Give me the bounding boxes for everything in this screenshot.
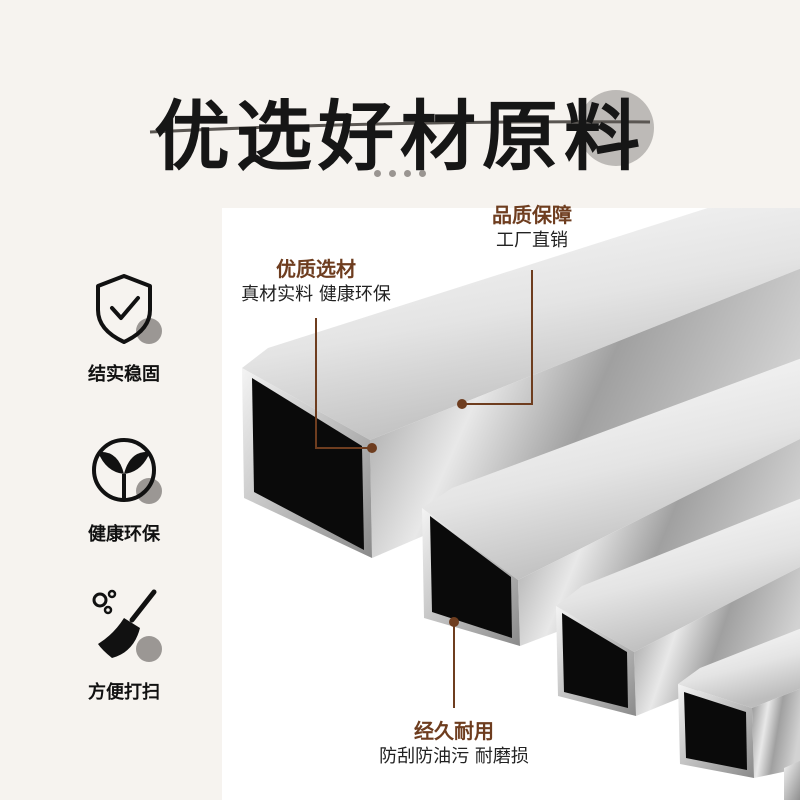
callout-text: 防刮防油污 耐磨损 bbox=[379, 746, 529, 767]
callout-guarantee: 品质保障 工厂直销 bbox=[470, 202, 594, 254]
shield-check-icon bbox=[84, 268, 164, 348]
title-dots bbox=[0, 162, 800, 181]
feature-clean: 方便打扫 bbox=[64, 586, 184, 704]
callout-heading: 品质保障 bbox=[492, 203, 572, 227]
callout-text: 真材实料 健康环保 bbox=[241, 284, 391, 305]
product-image bbox=[222, 208, 800, 800]
feature-eco: 健康环保 bbox=[64, 428, 184, 546]
broom-icon bbox=[84, 586, 164, 666]
callout-heading: 优质选材 bbox=[276, 257, 356, 281]
tube-3 bbox=[556, 498, 800, 716]
steel-tube-illustration bbox=[242, 208, 800, 800]
callout-leaders bbox=[315, 270, 533, 708]
feature-sturdy: 结实稳固 bbox=[64, 268, 184, 386]
tube-4 bbox=[678, 628, 800, 778]
callout-text: 工厂直销 bbox=[496, 230, 568, 251]
feature-label: 方便打扫 bbox=[88, 682, 160, 703]
page-title: 优选好材原料 bbox=[154, 92, 646, 181]
tube-5 bbox=[784, 760, 800, 800]
feature-label: 健康环保 bbox=[88, 524, 160, 545]
callout-heading: 经久耐用 bbox=[414, 719, 494, 743]
feature-label: 结实稳固 bbox=[88, 364, 160, 385]
title-block: 优选好材原料 bbox=[0, 40, 800, 181]
callout-durable: 经久耐用 防刮防油污 耐磨损 bbox=[362, 718, 546, 770]
callout-quality: 优质选材 真材实料 健康环保 bbox=[226, 256, 406, 308]
leaf-sprout-icon bbox=[84, 428, 164, 508]
